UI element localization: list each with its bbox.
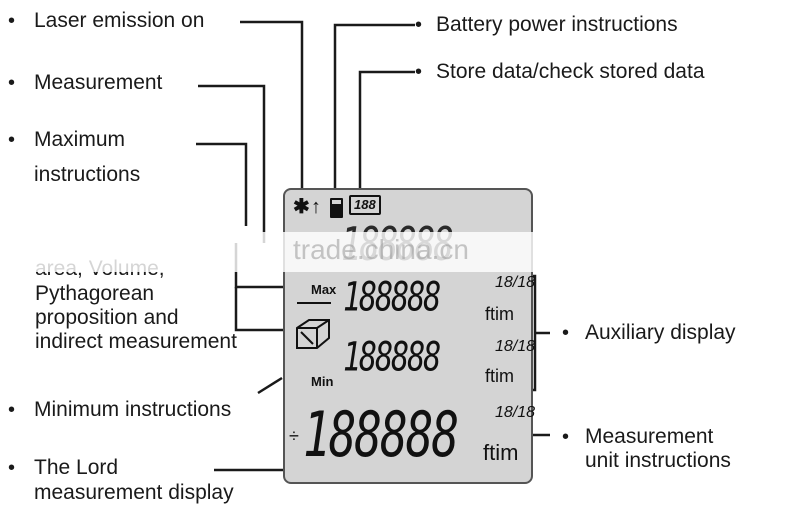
main-display-unit: ftim — [483, 440, 519, 465]
main-display-fraction: 18/18 — [495, 404, 536, 421]
arrow-up-icon: ↑ — [311, 196, 321, 218]
line-battery — [333, 23, 415, 196]
min-label: Min — [311, 374, 334, 389]
range-indicator-icon — [297, 302, 331, 304]
label-store-data: Store data/check stored data — [436, 60, 705, 83]
line-maximum — [196, 142, 248, 226]
line-store — [358, 70, 415, 196]
max-label: Max — [311, 282, 337, 297]
line-measurement — [198, 84, 266, 243]
label-proposition: proposition and — [35, 306, 179, 329]
lcd-display: ✱ ↑ 188 188888 trade.china.cn Max 188888… — [35, 188, 536, 484]
max-row-unit: ftim — [485, 304, 514, 324]
bullet-auxiliary: • — [562, 322, 570, 344]
label-auxiliary-display: Auxiliary display — [585, 321, 736, 344]
label-measurement-unit: Measurement — [585, 425, 714, 448]
label-laser-emission: Laser emission on — [34, 9, 205, 32]
label-measurement-display: measurement display — [34, 481, 234, 504]
bullet-store: • — [415, 61, 423, 83]
bullet-laser: • — [8, 10, 16, 32]
battery-icon — [330, 198, 343, 218]
line-area — [234, 287, 300, 332]
watermark-text: trade.china.cn — [293, 234, 469, 265]
line-minimum — [257, 376, 283, 395]
label-indirect-measurement: indirect measurement — [35, 330, 237, 353]
laser-icon: ✱ — [293, 196, 310, 218]
line-laser — [240, 20, 304, 195]
area-volume-icon — [296, 319, 330, 349]
min-row-digits: 188888 — [343, 334, 441, 382]
label-maximum-instructions: instructions — [34, 163, 141, 186]
label-measurement: Measurement — [34, 71, 163, 94]
max-row-fraction: 18/18 — [495, 274, 536, 291]
bullet-maximum: • — [8, 129, 16, 151]
label-pythagorean: Pythagorean — [35, 282, 155, 305]
min-row-fraction: 18/18 — [495, 338, 536, 355]
watermark-band — [35, 232, 535, 272]
max-row-digits: 188888 — [343, 274, 441, 322]
label-battery-power: Battery power instructions — [436, 13, 678, 36]
bullet-measurement: • — [8, 72, 16, 94]
label-minimum-instructions: Minimum instructions — [34, 398, 232, 421]
min-row-unit: ftim — [485, 366, 514, 386]
label-unit-instructions: unit instructions — [585, 449, 731, 472]
bullet-battery: • — [415, 14, 423, 36]
store-data-icon: 188 — [349, 195, 381, 215]
label-maximum: Maximum — [34, 128, 126, 151]
plus-minus-sign: ÷ — [289, 426, 299, 446]
bullet-unit: • — [562, 426, 570, 448]
label-the-lord: The Lord — [34, 456, 119, 479]
bullet-minimum: • — [8, 399, 16, 421]
bullet-lord: • — [8, 457, 16, 479]
main-display-digits: 188888 — [303, 398, 459, 471]
